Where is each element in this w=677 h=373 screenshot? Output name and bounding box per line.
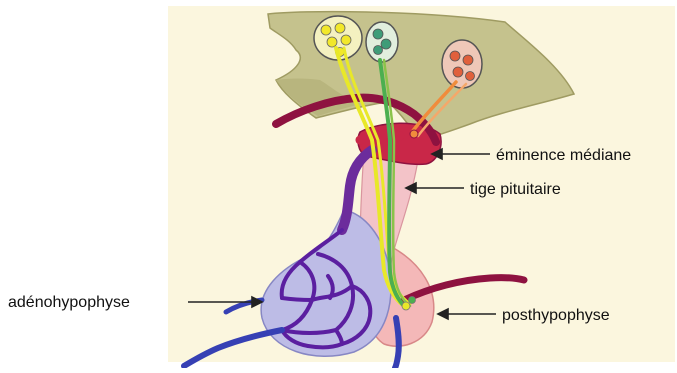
- nucleus-orange: [442, 40, 482, 88]
- label-posthypophyse: posthypophyse: [502, 307, 610, 324]
- label-tige-pituitaire: tige pituitaire: [470, 181, 561, 198]
- label-adenohypophyse: adénohypophyse: [8, 294, 130, 311]
- nucleus-green: [366, 22, 398, 62]
- label-eminence-mediane: éminence médiane: [496, 147, 631, 164]
